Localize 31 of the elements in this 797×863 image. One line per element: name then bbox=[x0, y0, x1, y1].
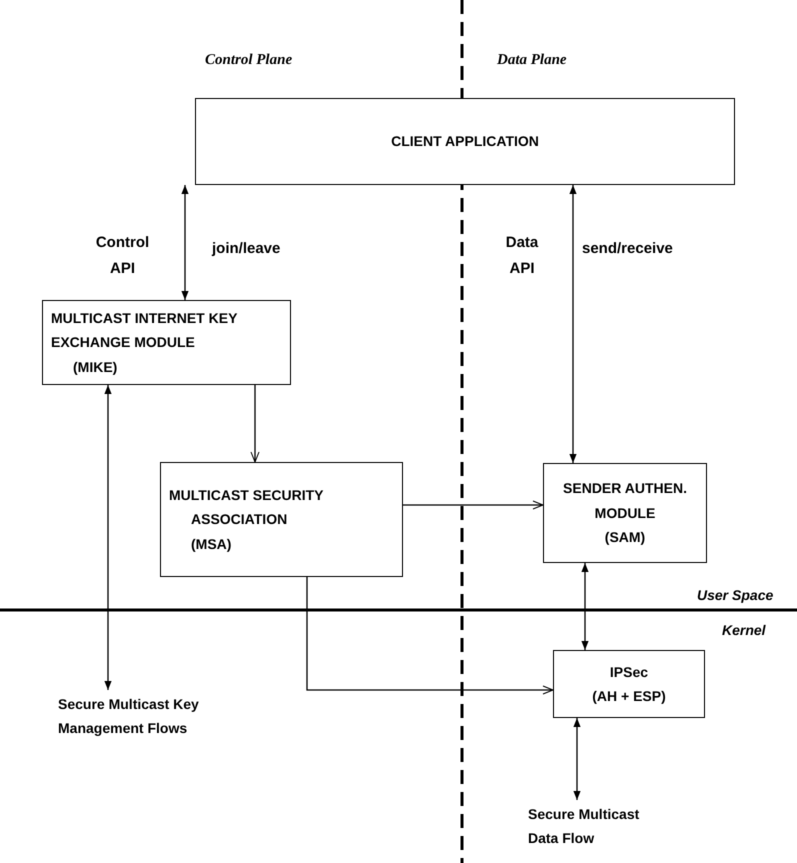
module-text: (AH + ESP) bbox=[592, 687, 666, 706]
arrow bbox=[104, 385, 112, 690]
module-text: (SAM) bbox=[604, 528, 646, 548]
module-text: MULTICAST INTERNET KEY EXCHANGE MODULE bbox=[51, 308, 238, 352]
api-label: Control API bbox=[94, 233, 150, 278]
arrow bbox=[181, 185, 189, 300]
module-text: IPSec bbox=[610, 662, 648, 682]
arrow bbox=[250, 385, 260, 462]
module-text: (MSA) bbox=[190, 534, 232, 554]
module-box bbox=[553, 650, 705, 718]
module-box bbox=[42, 300, 291, 385]
module-text: (MIKE) bbox=[72, 358, 118, 377]
arrow bbox=[573, 718, 581, 800]
region-label: User Space bbox=[697, 586, 774, 605]
region-label: Kernel bbox=[722, 621, 766, 640]
module-text: CLIENT APPLICATION bbox=[391, 132, 539, 152]
arrow bbox=[403, 500, 544, 510]
flow-text: Secure Multicast Data Flow bbox=[528, 804, 640, 848]
module-box bbox=[160, 462, 403, 577]
api-label: Data API bbox=[504, 233, 540, 278]
arrow bbox=[306, 577, 554, 694]
module-box bbox=[195, 98, 735, 185]
arrow bbox=[569, 185, 577, 463]
flow-text: Secure Multicast Key Management Flows bbox=[58, 694, 200, 738]
edge-label: join/leave bbox=[210, 240, 282, 257]
region-label: Data Plane bbox=[497, 51, 567, 70]
module-box bbox=[543, 463, 707, 563]
module-text: MULTICAST SECURITY ASSOCIATION bbox=[169, 486, 324, 530]
arrow bbox=[581, 563, 589, 650]
module-text: SENDER AUTHEN. MODULE bbox=[562, 479, 688, 523]
region-label: Control Plane bbox=[205, 51, 292, 70]
